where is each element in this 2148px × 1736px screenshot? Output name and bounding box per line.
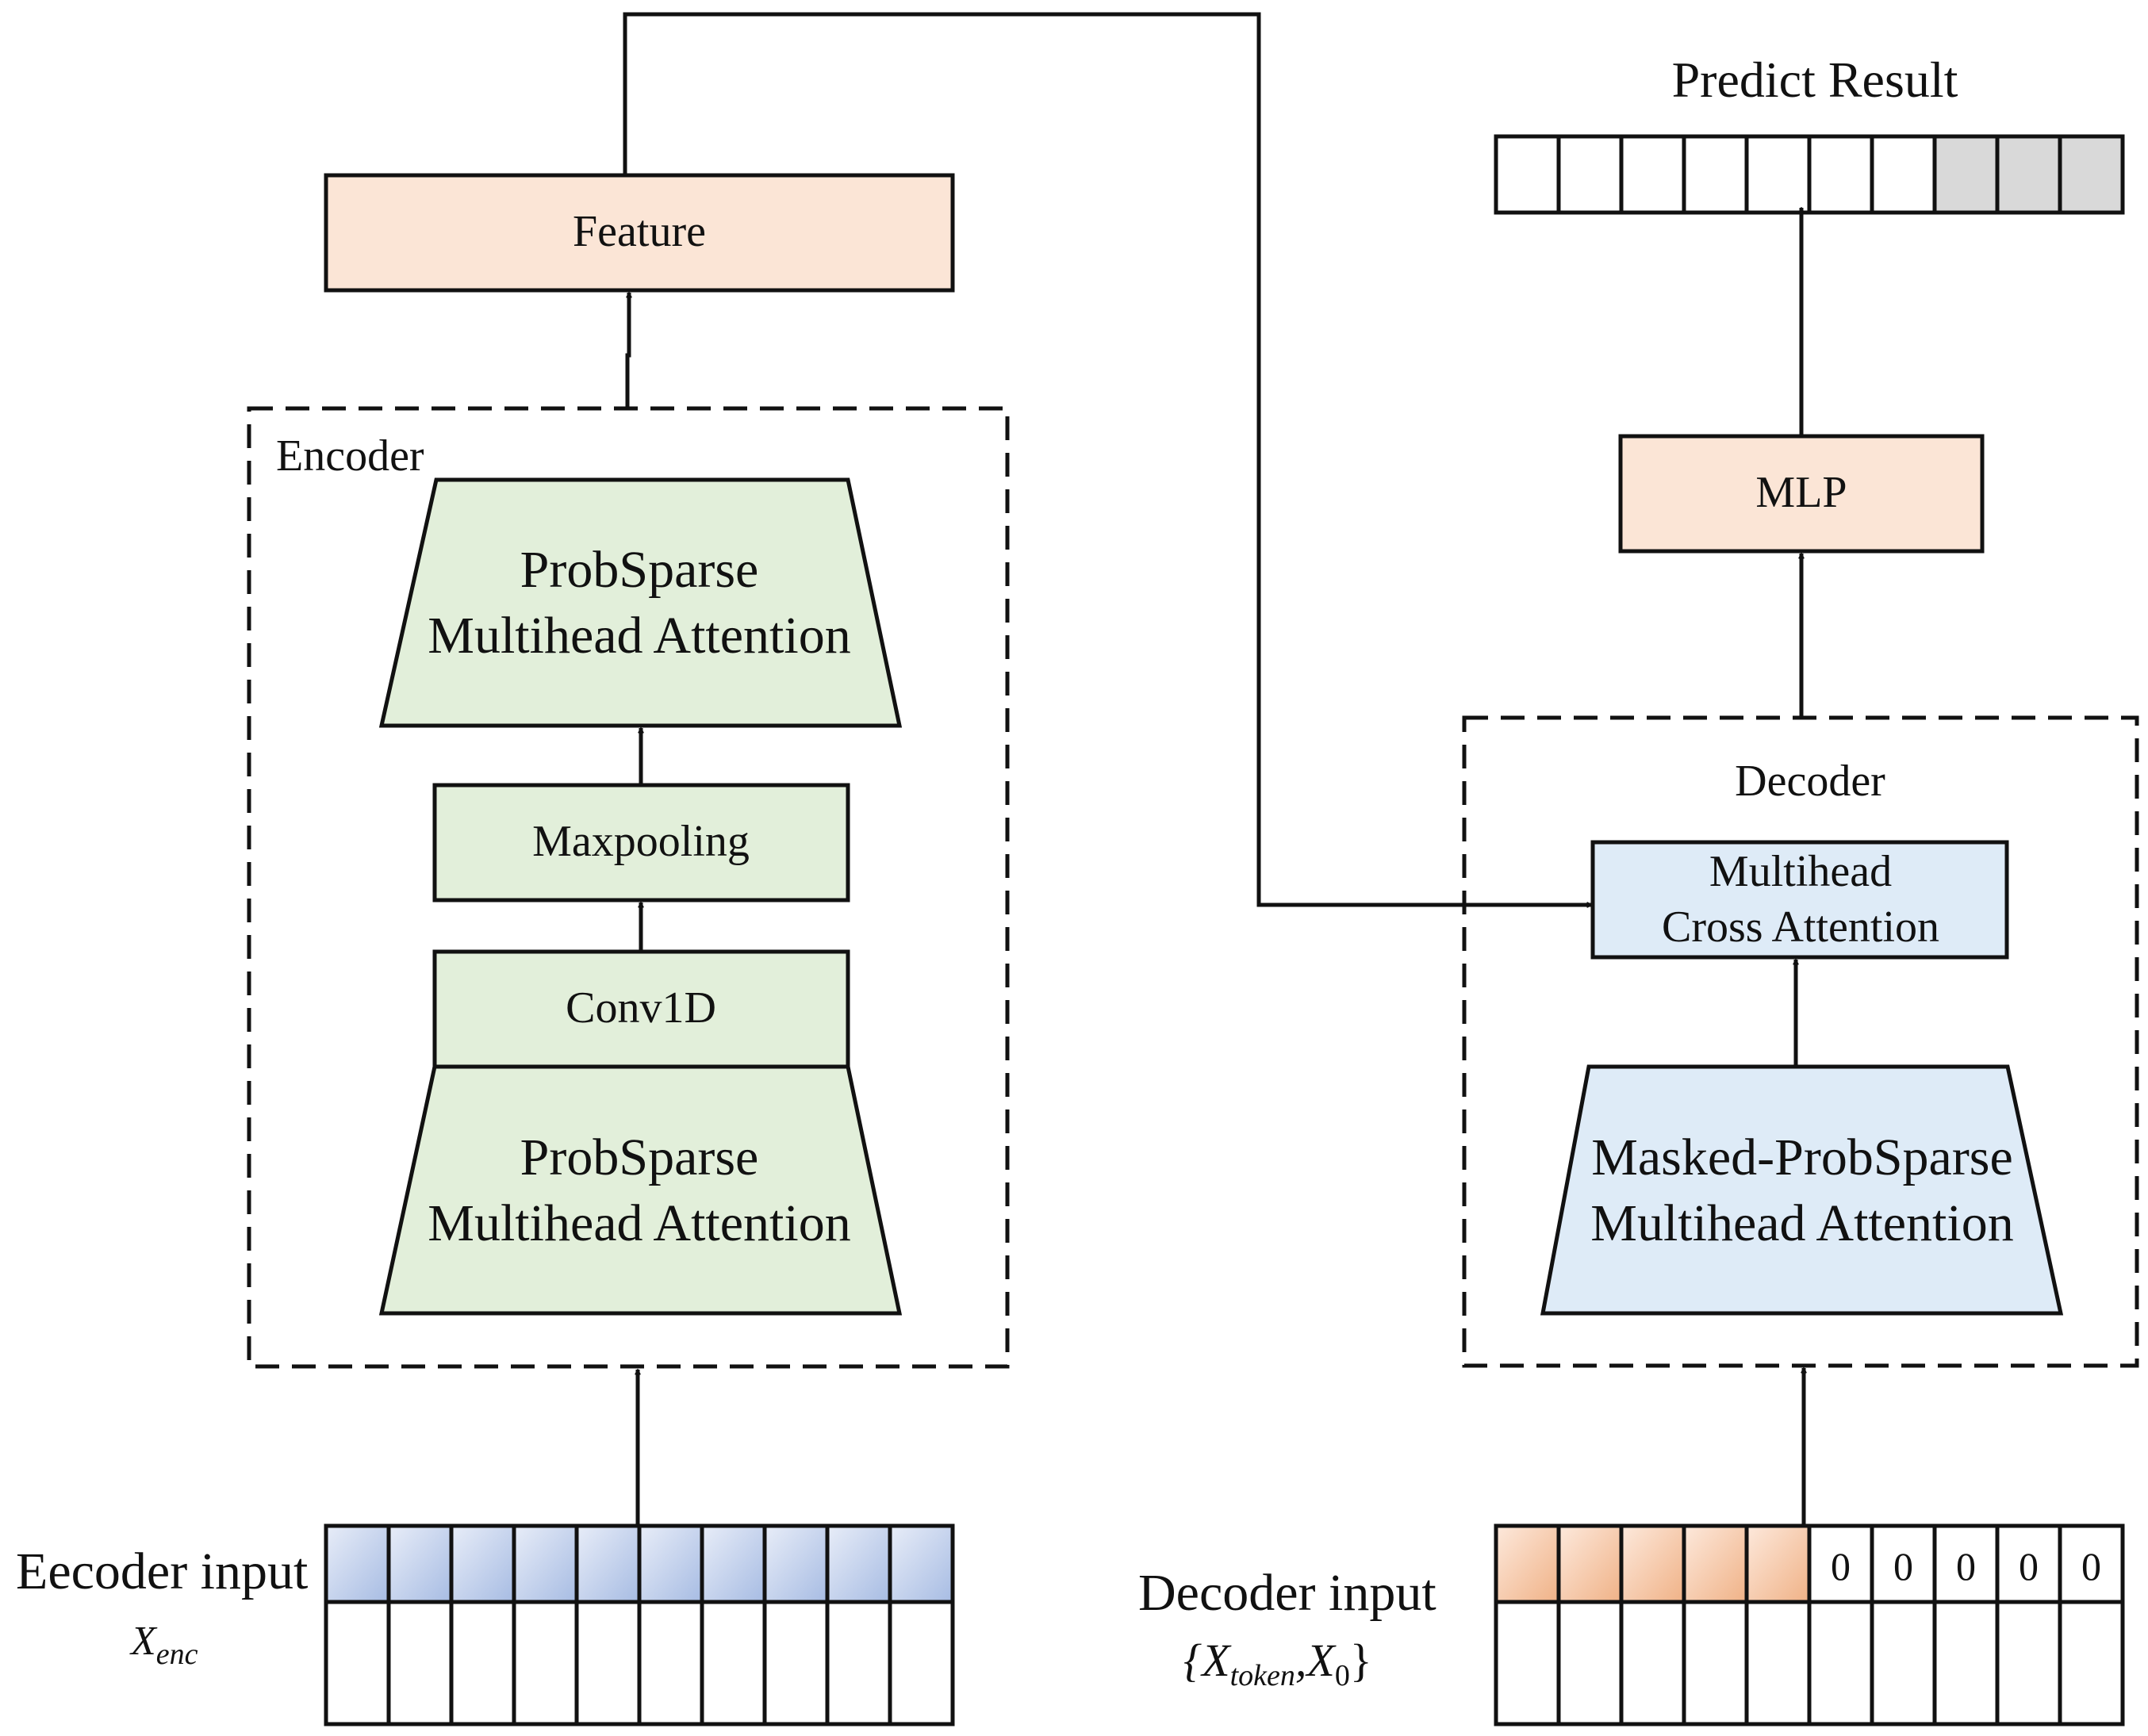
encoder-input-cell-colored bbox=[512, 1523, 579, 1604]
encoder-input-cell bbox=[324, 1600, 391, 1726]
decoder-input-symbol: {Xtoken,X0} bbox=[1183, 1634, 1372, 1692]
mlp-label: MLP bbox=[1755, 468, 1847, 517]
decoder-input-cell bbox=[2058, 1600, 2125, 1726]
encoder-input-cell bbox=[386, 1600, 454, 1726]
decoder-input-token-cell bbox=[1556, 1523, 1624, 1604]
decoder-input-cell bbox=[1494, 1600, 1561, 1726]
encoder-input-cell bbox=[888, 1600, 955, 1726]
predict-result-cell bbox=[1494, 134, 1561, 215]
encoder-input-cell-colored bbox=[386, 1523, 454, 1604]
predict-result-cell bbox=[1807, 134, 1874, 215]
decoder-input-token-cell bbox=[1619, 1523, 1686, 1604]
masked-attention-line2: Multihead Attention bbox=[1590, 1194, 2013, 1252]
connector-feature-to-cross-attention bbox=[623, 12, 1592, 905]
encoder-input-cell bbox=[574, 1600, 642, 1726]
conv1d-label: Conv1D bbox=[566, 983, 716, 1033]
decoder-input-cell bbox=[1619, 1600, 1686, 1726]
encoder-input-cell bbox=[637, 1600, 704, 1726]
decoder-input-token-subscript: token bbox=[1230, 1659, 1295, 1692]
decoder-input-zero-cell bbox=[2058, 1523, 2125, 1604]
decoder-input-zero-value: 0 bbox=[2019, 1544, 2039, 1588]
encoder-input-cell bbox=[449, 1600, 516, 1726]
predict-result-cell bbox=[1682, 134, 1749, 215]
decoder-input-cell bbox=[1807, 1600, 1874, 1726]
decoder-input-open: {X bbox=[1183, 1634, 1232, 1686]
decoder-input-token-cell bbox=[1744, 1523, 1812, 1604]
encoder-input-cell bbox=[512, 1600, 579, 1726]
cross-attention-line2: Cross Attention bbox=[1662, 902, 1939, 952]
predict-result-cell bbox=[1932, 134, 2000, 215]
encoder-input-cell bbox=[825, 1600, 892, 1726]
predict-result-cell bbox=[1870, 134, 1937, 215]
decoder-input-cell bbox=[1556, 1600, 1624, 1726]
encoder-input-x: X bbox=[129, 1619, 158, 1664]
encoder-input-subscript: enc bbox=[156, 1638, 198, 1671]
encoder-input-cell bbox=[762, 1600, 830, 1726]
masked-attention-line1: Masked-ProbSparse bbox=[1591, 1129, 2013, 1186]
decoder-input-label: Decoder input bbox=[1138, 1564, 1436, 1622]
decoder-input-cell bbox=[1932, 1600, 2000, 1726]
predict-result-cell bbox=[1744, 134, 1812, 215]
predict-result-cell bbox=[1995, 134, 2062, 215]
encoder-top-attention-line2: Multihead Attention bbox=[428, 607, 850, 665]
decoder-input-zero-cell bbox=[1870, 1523, 1937, 1604]
decoder-input-cell bbox=[1995, 1600, 2062, 1726]
encoder-top-attention-line1: ProbSparse bbox=[520, 541, 759, 599]
encoder-input-cell bbox=[700, 1600, 767, 1726]
encoder-bottom-attention-line1: ProbSparse bbox=[520, 1129, 759, 1186]
masked-attention-block bbox=[1540, 1064, 2064, 1316]
encoder-input-cell-colored bbox=[825, 1523, 892, 1604]
decoder-label: Decoder bbox=[1735, 757, 1885, 806]
decoder-input-token-cell bbox=[1494, 1523, 1561, 1604]
decoder-input-token-cell bbox=[1682, 1523, 1749, 1604]
predict-result-cell bbox=[2058, 134, 2125, 215]
encoder-input-cell-colored bbox=[574, 1523, 642, 1604]
maxpooling-box bbox=[432, 783, 850, 902]
encoder-input-cell-colored bbox=[700, 1523, 767, 1604]
decoder-input-zero-cell bbox=[1932, 1523, 2000, 1604]
encoder-bottom-attention-line2: Multihead Attention bbox=[428, 1194, 850, 1252]
feature-box bbox=[324, 173, 955, 293]
decoder-input-cell bbox=[1870, 1600, 1937, 1726]
encoder-input-cell-colored bbox=[888, 1523, 955, 1604]
arrow-encoder-to-feature bbox=[625, 293, 629, 408]
predict-result-title: Predict Result bbox=[1672, 52, 1958, 108]
maxpooling-label: Maxpooling bbox=[532, 817, 750, 866]
encoder-input-cell-colored bbox=[324, 1523, 391, 1604]
decoder-input-cell bbox=[1682, 1600, 1749, 1726]
encoder-input-cells bbox=[324, 1523, 955, 1726]
decoder-input-mid: ,X bbox=[1295, 1634, 1337, 1686]
encoder-input-label: Eecoder input bbox=[16, 1542, 308, 1600]
encoder-input-cell-colored bbox=[762, 1523, 830, 1604]
encoder-label: Encoder bbox=[276, 431, 424, 481]
decoder-input-cell bbox=[1744, 1600, 1812, 1726]
decoder-input-zero-value: 0 bbox=[2081, 1544, 2101, 1588]
cross-attention-line1: Multihead bbox=[1709, 847, 1892, 896]
mlp-box bbox=[1618, 434, 1985, 554]
decoder-input-zero-value: 0 bbox=[1956, 1544, 1976, 1588]
predict-result-cells bbox=[1494, 134, 2125, 215]
encoder-top-attention-block bbox=[378, 477, 903, 728]
cross-attention-box bbox=[1590, 840, 2009, 960]
encoder-input-symbol: Xenc bbox=[129, 1619, 198, 1671]
predict-result-cell bbox=[1556, 134, 1624, 215]
decoder-input-zero-subscript: 0 bbox=[1335, 1659, 1350, 1692]
decoder-input-zero-cell bbox=[1807, 1523, 1874, 1604]
encoder-bottom-attention-block bbox=[378, 1064, 903, 1316]
predict-result-cell bbox=[1619, 134, 1686, 215]
decoder-input-zero-value: 0 bbox=[1893, 1544, 1913, 1588]
decoder-input-zero-value: 0 bbox=[1831, 1544, 1851, 1588]
feature-label: Feature bbox=[573, 207, 706, 256]
encoder-input-cell-colored bbox=[637, 1523, 704, 1604]
decoder-input-close: } bbox=[1350, 1634, 1372, 1686]
encoder-input-cell-colored bbox=[449, 1523, 516, 1604]
